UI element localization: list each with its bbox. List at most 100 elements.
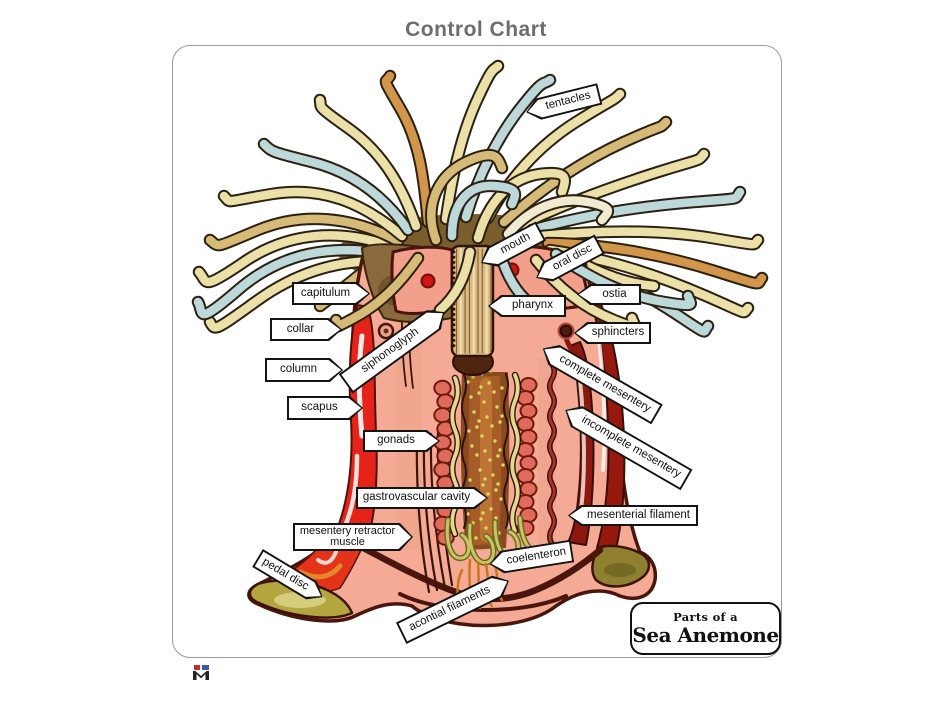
siphonoglyph-dot [452,323,456,327]
page-title: Control Chart [405,18,547,41]
pharynx-stripes [455,247,492,355]
siphonoglyph-dot [452,276,456,280]
speckle [468,478,472,482]
gonad-bead [433,407,452,424]
pedal-shade [604,563,636,577]
incomplete-mesentery-squiggle [548,362,556,546]
gonad-bead [516,416,535,432]
gonad-bead [519,429,538,445]
tentacle [503,196,612,239]
gonad-bead [519,481,538,497]
siphonoglyph-dot [452,261,456,264]
logo-blue-mark [202,665,209,670]
speckle [495,405,499,409]
speckle [478,468,482,472]
speckle [489,507,493,511]
label-gonads: gonads [363,430,440,452]
mesentery-wave [510,373,520,533]
speckle [467,429,471,433]
speckle [480,434,484,438]
speckle [482,400,486,404]
logo-red-mark [194,665,200,670]
speckle [494,516,498,520]
tentacle [205,214,403,250]
speckle [466,380,470,384]
siphonoglyph-dot [452,344,456,347]
tentacle [447,181,520,241]
siphonoglyph-dot [452,328,456,332]
label-scapus: scapus [287,396,363,420]
label-ostia: ostia [577,284,641,305]
label-text: gastrovascular cavity [362,491,471,504]
gonad-bead [433,461,452,478]
wall-highlight [342,453,360,529]
tentacle [513,149,709,231]
tentacle [259,139,413,235]
label-text: sphincters [591,326,645,339]
label-text: ostia [602,287,627,300]
speckle [470,444,474,448]
speckle [493,439,497,443]
label-mesenterial-filament: mesenterial filament [568,505,698,526]
speckle [498,420,502,424]
label-text: capitulum [300,286,351,299]
tentacle [194,231,397,287]
label-column: column [265,358,343,382]
label-text: pharynx [512,299,553,312]
speckle [498,448,502,452]
label-text: column [279,363,318,376]
tentacle [527,187,745,235]
speckle [485,415,489,419]
label-text: collar [286,322,315,335]
wall-highlight [597,338,607,472]
speckle [484,526,488,530]
tentacle [205,257,397,332]
tentacle [499,117,671,227]
label-sphincters: sphincters [574,322,651,344]
speckle [477,391,481,395]
speckle [496,454,500,458]
speckle [479,385,483,389]
label-text: gonads [377,434,415,447]
label-capitulum: capitulum [292,282,370,305]
speckle [479,517,483,521]
speckle [494,488,498,492]
speckle [492,390,496,394]
label-text: scapus [301,401,338,414]
speckle [481,483,485,487]
siphonoglyph-dot [452,271,456,275]
siphonoglyph-dot [452,250,456,254]
speckle [483,477,487,481]
speckle [477,419,481,423]
siphonoglyph-dot [452,255,456,259]
gonad-bead [519,377,538,393]
tentacle [315,95,421,231]
tentacle [537,227,763,249]
speckle [483,449,487,453]
speckle [481,511,485,515]
publisher-logo-icon [193,665,210,681]
band-filament-streak [578,378,586,512]
gonad-bead [516,468,535,484]
tentacle [473,168,569,243]
speckle [488,458,492,462]
siphonoglyph-dot [452,318,456,321]
badge-subtitle: Parts of a [673,610,738,624]
speckle [475,453,479,457]
siphonoglyph-dot [452,313,456,316]
label-text: muscle [330,536,365,548]
label-text: mesenterial filament [587,508,690,521]
siphonoglyph-dot [452,307,456,311]
speckle [475,425,479,429]
speckle [490,424,494,428]
collar-curl-center [383,328,389,334]
mesentery-waves [449,361,557,547]
tentacle [381,71,433,227]
label-pharynx: pharynx [488,295,566,317]
tentacle [427,150,507,245]
speckle [500,414,504,418]
speckle [486,492,490,496]
tentacle [435,247,475,315]
foot-highlight [316,550,338,565]
